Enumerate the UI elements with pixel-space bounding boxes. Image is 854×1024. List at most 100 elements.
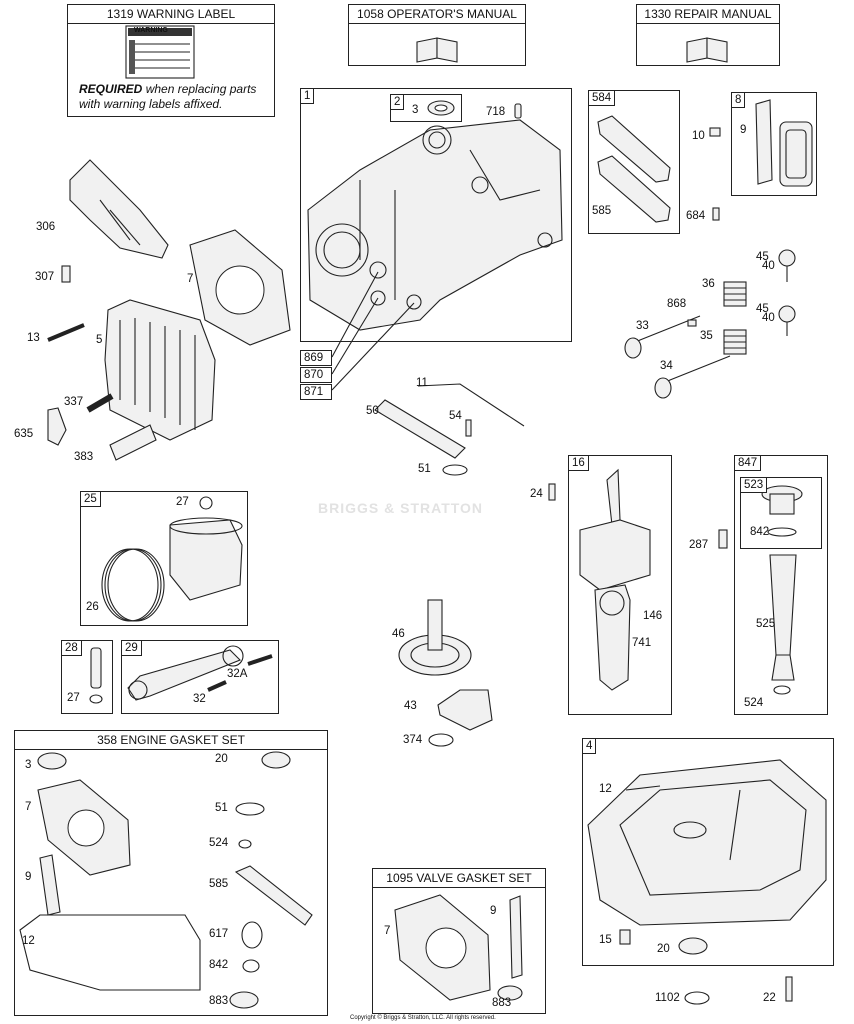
box-2-tag: 2 (390, 94, 405, 110)
part-label: 337 (64, 396, 84, 408)
box-29 (121, 640, 279, 714)
part-label: 34 (660, 360, 673, 372)
connecting-rod (127, 645, 273, 701)
callout-869: 869 (300, 350, 332, 366)
warning-sticker-graphic (125, 25, 195, 79)
dipstick-tube (761, 485, 803, 695)
part-label: 32 (193, 693, 206, 705)
part-label: 46 (392, 628, 405, 640)
part-label: 45 (756, 303, 769, 315)
cylinder-block (307, 119, 563, 331)
part-label: 9 (740, 124, 747, 136)
part-label: 883 (209, 995, 229, 1007)
part-label: 27 (176, 496, 189, 508)
part-label: 51 (215, 802, 228, 814)
spark-plug-boot (47, 407, 67, 446)
box-584-tag: 584 (588, 90, 616, 106)
part-label: 524 (209, 837, 229, 849)
box-25-tag: 25 (80, 491, 101, 507)
engine-gasket-set-box: 358 ENGINE GASKET SET (14, 730, 328, 1016)
box-584 (588, 90, 680, 234)
part-label: 15 (599, 934, 612, 946)
warning-label-header: 1319 WARNING LABEL (67, 4, 275, 24)
part-label: 7 (25, 801, 32, 813)
warning-label-box: 1319 WARNING LABEL WARNING REQUIRED when… (67, 4, 275, 117)
part-label: 868 (667, 298, 687, 310)
intake-gaskets (597, 115, 671, 223)
warning-note: REQUIRED when replacing parts with warni… (79, 82, 256, 112)
part-label: 40 (762, 260, 775, 272)
valve-gasket-set-header: 1095 VALVE GASKET SET (372, 868, 546, 888)
box-4 (582, 738, 834, 966)
part-label: 10 (692, 130, 705, 142)
screw (465, 419, 472, 437)
part-label: 383 (74, 451, 94, 463)
part-label: 306 (36, 221, 56, 233)
part-label: 3 (412, 104, 419, 116)
screw (712, 207, 720, 221)
screw (718, 529, 728, 549)
part-label: 26 (86, 601, 99, 613)
part-label: 635 (14, 428, 34, 440)
part-label: 307 (35, 271, 55, 283)
part-label: 146 (643, 610, 663, 622)
piston-pin (90, 647, 102, 689)
box-8-tag: 8 (731, 92, 746, 108)
part-label: 54 (449, 410, 462, 422)
box-29-tag: 29 (121, 640, 142, 656)
crankcase-sump (587, 759, 827, 926)
box-16 (568, 455, 672, 715)
part-label: 24 (530, 488, 543, 500)
valve-gasket-set-title: 1095 VALVE GASKET SET (386, 871, 532, 885)
watermark: BRIGGS & STRATTON (318, 500, 484, 516)
repair-manual-header: 1330 REPAIR MANUAL (636, 4, 780, 24)
repair-manual-box: 1330 REPAIR MANUAL (636, 4, 780, 66)
engine-gasket-set-items (19, 751, 313, 1009)
valve-gasket-set-box: 1095 VALVE GASKET SET (372, 868, 546, 1014)
washer (684, 991, 710, 1005)
part-label: 842 (209, 959, 229, 971)
part-label: 883 (492, 997, 512, 1009)
dowel-pin (548, 483, 556, 501)
part-label: 11 (416, 377, 428, 389)
valve-gasket-set-items (394, 894, 523, 1001)
part-label: 287 (689, 539, 709, 551)
washer (428, 733, 454, 747)
leader-lines (331, 271, 415, 391)
camshaft (398, 599, 472, 676)
part-label: 842 (750, 526, 770, 538)
part-label: 718 (486, 106, 506, 118)
part-label: 9 (25, 871, 32, 883)
warning-label-title: 1319 WARNING LABEL (106, 7, 236, 21)
box-8 (731, 92, 817, 196)
part-label: 33 (636, 320, 649, 332)
warning-note-bold: REQUIRED (79, 82, 143, 96)
part-label: 7 (187, 273, 194, 285)
box-1 (300, 88, 572, 342)
operators-manual-header: 1058 OPERATOR'S MANUAL (348, 4, 526, 24)
valve-train (624, 249, 796, 399)
part-label: 51 (418, 463, 431, 475)
piston-assembly (101, 496, 243, 622)
part-label: 585 (592, 205, 612, 217)
governor-shaft (417, 383, 525, 427)
part-label: 3 (25, 759, 32, 771)
part-label: 20 (657, 943, 670, 955)
bolt (785, 976, 793, 1002)
part-label: 27 (67, 692, 80, 704)
bolt (61, 265, 71, 283)
part-label: 20 (215, 753, 228, 765)
part-label: 12 (599, 783, 612, 795)
part-label: 7 (384, 925, 391, 937)
warning-note-line2: with warning labels affixed. (79, 97, 223, 111)
part-label: 36 (702, 278, 715, 290)
part-label: 43 (404, 700, 417, 712)
part-label: 50 (366, 405, 379, 417)
crankshaft (579, 468, 651, 691)
part-label: 741 (632, 637, 652, 649)
valve-tappet-guide (109, 424, 157, 461)
repair-manual-title: 1330 REPAIR MANUAL (644, 7, 772, 21)
part-label: 5 (96, 334, 103, 346)
operators-manual-title: 1058 OPERATOR'S MANUAL (357, 7, 517, 21)
